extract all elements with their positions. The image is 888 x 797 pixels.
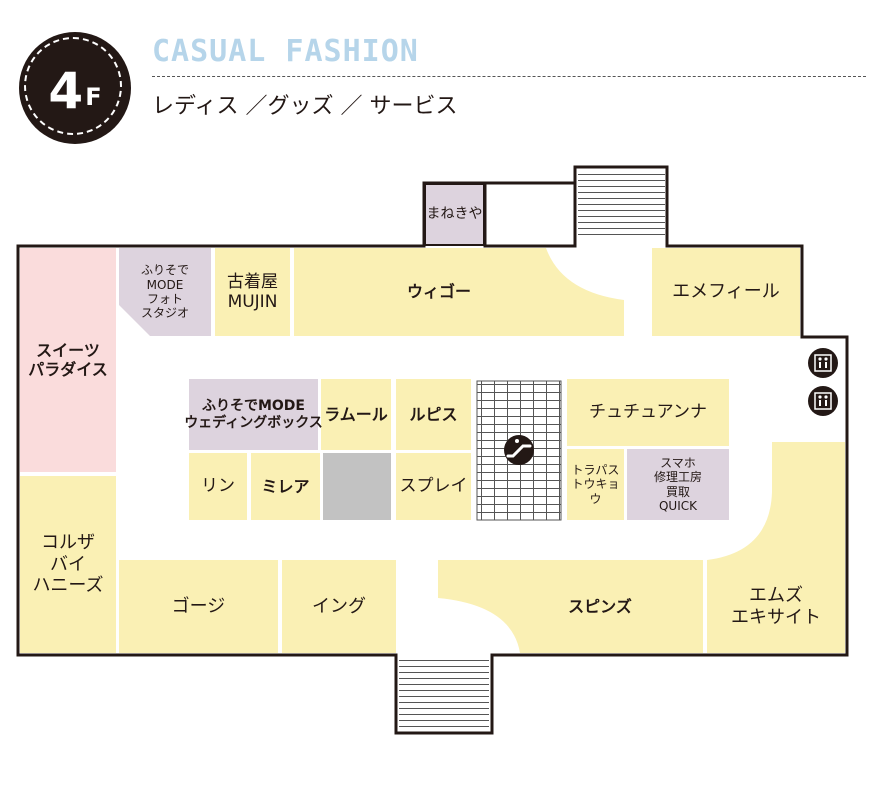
title-divider <box>152 76 866 77</box>
shop-gouji-shape[interactable] <box>119 560 278 653</box>
shop-furisode-photo-label: ふりそで MODE フォト スタジオ <box>140 263 189 321</box>
shop-mirea-shape[interactable] <box>251 453 320 520</box>
page-title: CASUAL FASHION <box>152 34 419 69</box>
page-subtitle: レディス ／グッズ ／ サービス <box>152 94 458 119</box>
shop-smaho-label: スマホ 修理工房 買取 QUICK <box>653 455 702 513</box>
shop-trapas-shape[interactable] <box>567 449 624 520</box>
shop-spins-label: スピンズ <box>568 596 632 616</box>
elevator-icon[interactable] <box>808 386 838 416</box>
shop-trapas-label: トラパス トウキョウ <box>571 462 620 506</box>
shop-furisode-wedding-shape[interactable] <box>189 379 318 450</box>
floor-badge-ring <box>24 37 122 135</box>
empty-unit <box>323 453 391 520</box>
shop-maneki-label: まねきや <box>426 206 483 223</box>
shop-furisode-wedding-label: ふりそでMODE ウェディングボックス <box>184 397 323 431</box>
shop-spray-shape[interactable] <box>396 453 471 520</box>
shop-sweets-label: スイーツ パラダイス <box>28 340 108 379</box>
shop-ramule-label: ラムール <box>324 404 388 424</box>
shop-rin-shape[interactable] <box>189 453 247 520</box>
shop-lupis-shape[interactable] <box>396 379 471 450</box>
shop-wego-shape[interactable] <box>294 248 624 336</box>
shop-ramule-shape[interactable] <box>321 379 391 450</box>
shop-rin-label: リン <box>201 476 235 497</box>
shop-ing-shape[interactable] <box>282 560 396 653</box>
shop-emefeel-shape[interactable] <box>652 248 800 336</box>
shop-smaho-shape[interactable] <box>627 449 729 520</box>
shop-ing-label: イング <box>312 595 366 617</box>
shop-ms-label: エムズ エキサイト <box>731 584 821 628</box>
shop-chuchu-label: チュチュアンナ <box>589 402 707 423</box>
elevator-icon[interactable] <box>808 348 838 378</box>
escalator-icon <box>504 435 534 465</box>
shop-furugi-label: 古着屋 MUJIN <box>227 271 278 312</box>
shop-emefeel-label: エメフィール <box>672 281 780 303</box>
floor-badge: 4 F <box>19 32 131 144</box>
shop-sweets-shape[interactable] <box>20 248 116 472</box>
shop-mirea-label: ミレア <box>261 476 310 496</box>
shop-maneki-shape[interactable] <box>424 183 485 246</box>
shop-ms-shape[interactable] <box>707 442 845 653</box>
shop-wego-label: ウィゴー <box>406 282 471 302</box>
stairs-south <box>399 658 489 730</box>
shop-colza-label: コルザ バイ ハニーズ <box>32 532 104 597</box>
shop-lupis-label: ルピス <box>409 404 458 424</box>
shop-chuchu-shape[interactable] <box>567 379 729 446</box>
shop-furisode-photo-shape[interactable] <box>119 248 211 336</box>
shop-gouji-label: ゴージ <box>171 595 226 617</box>
shop-spins-shape[interactable] <box>438 560 703 653</box>
shop-colza-shape[interactable] <box>20 476 116 653</box>
shop-furugi-shape[interactable] <box>215 248 290 336</box>
stairs-north <box>578 170 665 240</box>
shop-spray-label: スプレイ <box>399 476 468 497</box>
